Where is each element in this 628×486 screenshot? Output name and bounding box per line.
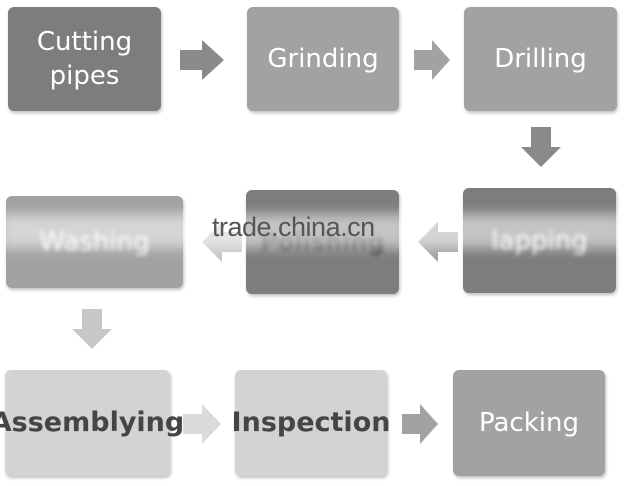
step-label: Cutting pipes xyxy=(36,27,133,91)
step-assemblying: Assemblying xyxy=(0,370,184,476)
step-label: Assemblying xyxy=(0,407,185,438)
step-grinding: Grinding xyxy=(247,7,399,111)
step-packing: Packing xyxy=(453,370,605,476)
step-cutting-pipes: Cutting pipes xyxy=(8,7,161,111)
step-label: Packing xyxy=(478,408,579,438)
step-drilling: Drilling xyxy=(464,7,617,111)
step-label: Drilling xyxy=(494,44,587,74)
arrow-right-icon xyxy=(402,404,438,444)
watermark: trade.china.cn xyxy=(212,212,375,242)
arrow-right-icon xyxy=(414,40,450,80)
step-inspection: Inspection xyxy=(232,370,390,476)
arrow-right-icon xyxy=(180,40,224,80)
watermark-band xyxy=(0,214,628,248)
arrow-down-icon xyxy=(72,309,112,349)
arrow-right-icon xyxy=(183,404,221,444)
arrow-down-icon xyxy=(521,127,561,167)
step-label: Grinding xyxy=(267,44,379,74)
step-label: Inspection xyxy=(231,407,391,438)
